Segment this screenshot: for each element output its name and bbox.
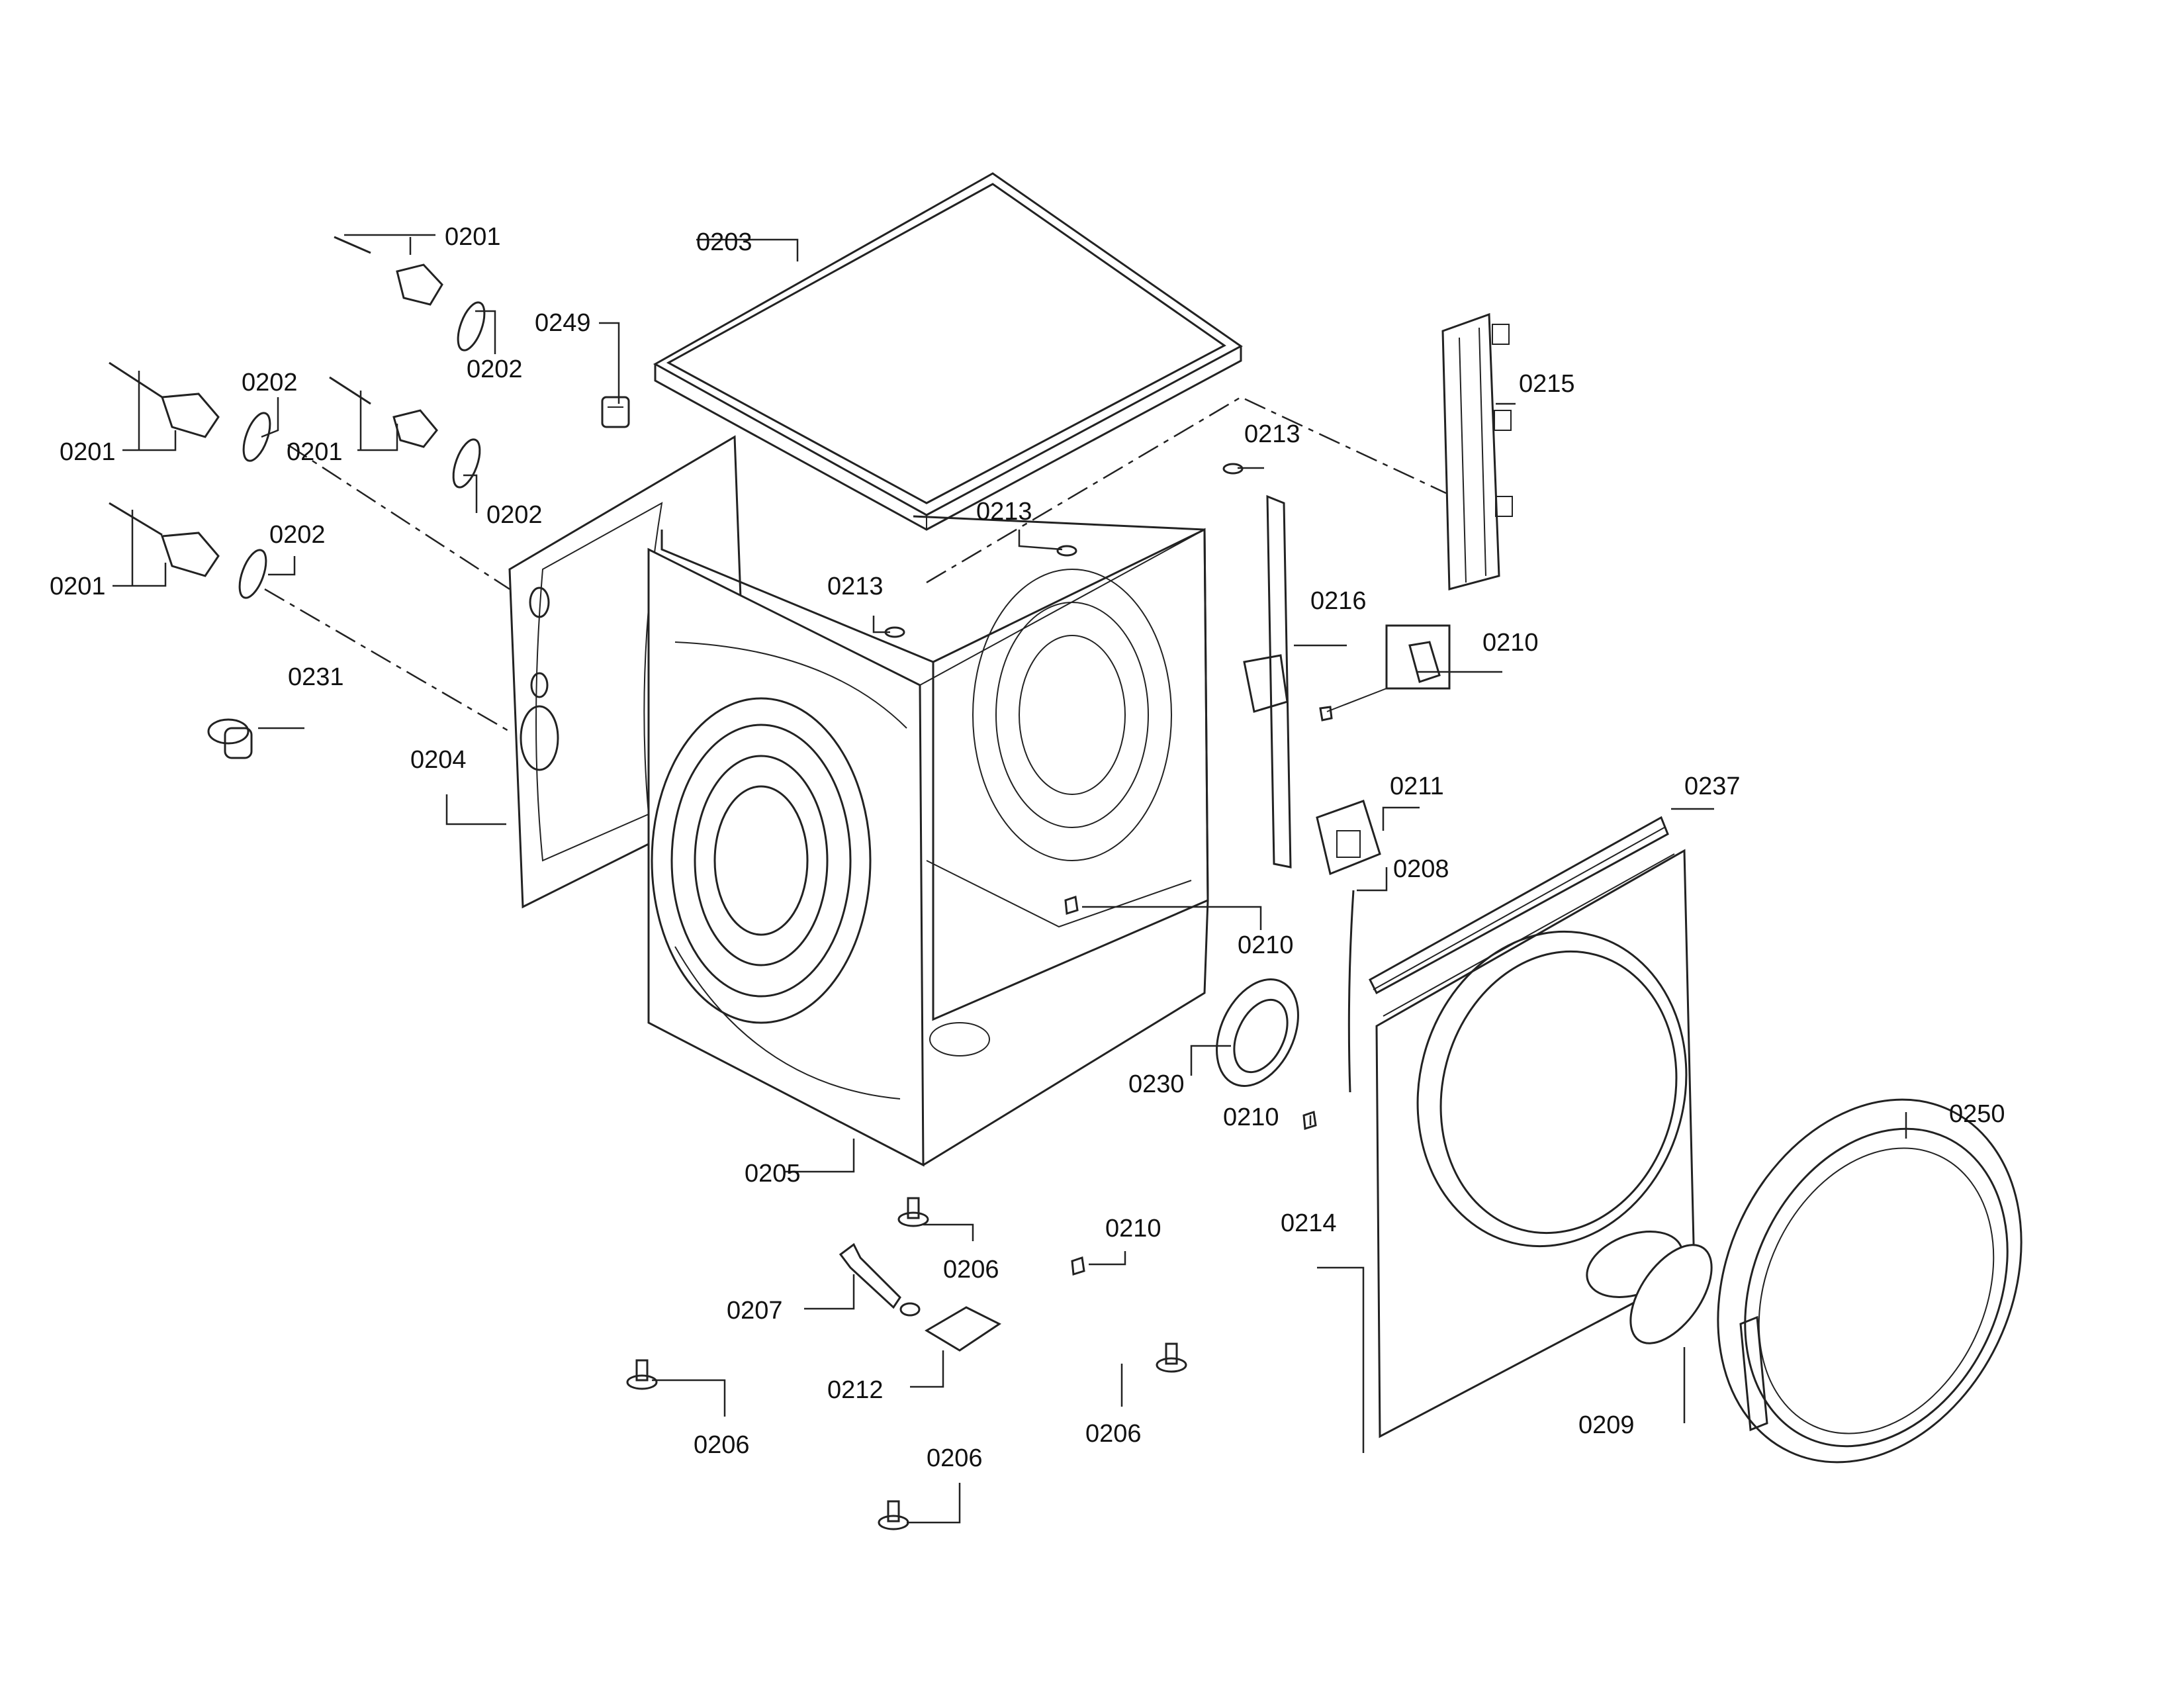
part-label: 0210	[1482, 629, 1539, 657]
part-0210-clip-b	[1064, 896, 1079, 915]
part-label: 0203	[696, 228, 752, 256]
part-0206-foot-c	[1156, 1342, 1187, 1373]
part-label: 0201	[50, 573, 106, 600]
part-label: 0201	[445, 223, 501, 251]
part-0206-foot-b	[626, 1359, 658, 1390]
part-0210-clip-d	[1071, 1256, 1085, 1276]
part-0210-clip-a	[1319, 624, 1451, 722]
part-label: 0205	[745, 1160, 801, 1188]
part-0208-wire	[1347, 890, 1355, 1093]
part-label: 0216	[1310, 587, 1367, 615]
part-label: 0250	[1949, 1100, 2005, 1128]
part-0230-ring	[1216, 978, 1299, 1087]
part-label: 0213	[827, 573, 884, 600]
part-label: 0210	[1105, 1215, 1161, 1243]
part-0249-clip	[601, 396, 630, 428]
part-0202-plate-lower	[238, 549, 267, 599]
part-label: 0201	[287, 438, 343, 466]
part-0202-plate-mid	[452, 438, 481, 489]
part-0207-wrench	[839, 1243, 921, 1317]
part-labels: 0201 0202 0203 0249 0202 0201 0201 0202 …	[50, 223, 2005, 1472]
part-0206-foot-d	[878, 1500, 909, 1530]
part-label: 0215	[1519, 370, 1575, 398]
part-label: 0237	[1684, 773, 1741, 800]
part-0201-hinge-left	[109, 361, 220, 438]
part-label: 0210	[1223, 1103, 1279, 1131]
part-label: 0206	[943, 1256, 999, 1284]
part-label: 0249	[535, 309, 591, 337]
part-label: 0201	[60, 438, 116, 466]
part-0201-hinge-mid	[329, 376, 438, 448]
part-0250-door	[1717, 1098, 2023, 1464]
part-0202-plate-left	[242, 412, 271, 462]
part-label: 0213	[976, 498, 1032, 526]
part-0206-foot-a	[897, 1197, 929, 1227]
part-label: 0206	[927, 1444, 983, 1472]
part-0214-front-panel	[1375, 849, 1696, 1438]
part-label: 0212	[827, 1376, 884, 1404]
part-label: 0206	[1085, 1420, 1142, 1448]
part-label: 0202	[269, 521, 326, 549]
part-0202-plate-top	[457, 301, 486, 352]
part-label: 0230	[1128, 1070, 1185, 1098]
part-0231-plug	[207, 718, 253, 759]
part-label: 0208	[1393, 855, 1449, 883]
part-0211-module	[1316, 800, 1381, 876]
part-label: 0214	[1281, 1209, 1337, 1237]
part-0213-disc-b	[1056, 545, 1077, 557]
part-0212-plate	[925, 1306, 1001, 1352]
part-label: 0231	[288, 663, 344, 691]
part-label: 0202	[467, 355, 523, 383]
part-label: 0207	[727, 1297, 783, 1325]
part-0215-rail	[1441, 312, 1513, 590]
part-label: 0213	[1244, 420, 1300, 448]
part-label: 0202	[242, 369, 298, 397]
part-0216-rail	[1243, 494, 1292, 868]
part-0210-clip-c	[1302, 1111, 1317, 1130]
part-0201-hinge-top	[334, 236, 443, 306]
part-label: 0211	[1390, 773, 1444, 800]
top-cover-part	[653, 172, 1243, 531]
part-label: 0210	[1238, 931, 1294, 959]
part-label: 0202	[486, 501, 543, 529]
leader-lines	[113, 234, 1907, 1524]
part-0201-hinge-lower	[109, 502, 220, 577]
part-label: 0206	[694, 1431, 750, 1459]
part-0237-rail	[1369, 816, 1669, 995]
cabinet-part	[647, 515, 1209, 1167]
part-label: 0209	[1578, 1411, 1635, 1439]
part-label: 0204	[410, 746, 467, 774]
assembly-center-lines	[264, 396, 1447, 733]
part-0209-flap	[1629, 1244, 1713, 1344]
